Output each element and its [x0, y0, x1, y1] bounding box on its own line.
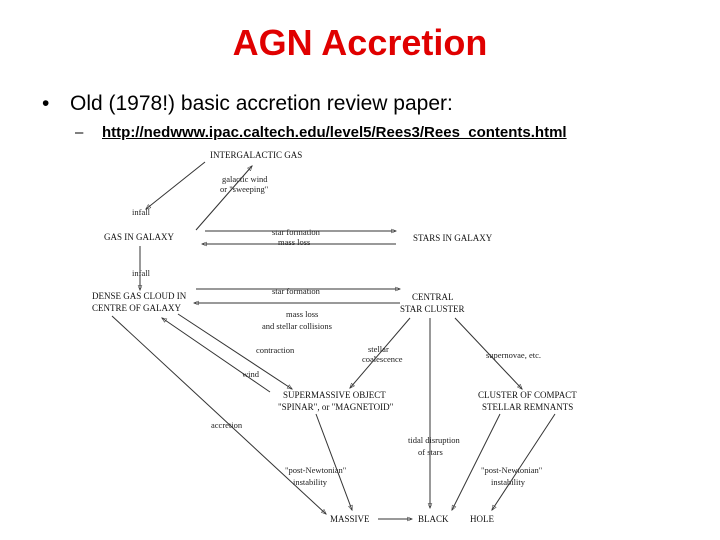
paper-link[interactable]: http://nedwww.ipac.caltech.edu/level5/Re… [102, 124, 567, 141]
edge-accretion [111, 315, 327, 515]
label-galactic-wind-line2: or "sweeping" [220, 184, 268, 194]
node-black: BLACK [418, 514, 449, 524]
node-massive: MASSIVE [330, 514, 370, 524]
node-central-star-cluster-line2: STAR CLUSTER [400, 304, 465, 314]
edge-supernovae [454, 317, 523, 390]
label-post-newtonian-left-line2: instability [293, 477, 328, 487]
label-star-formation-mid: star formation [272, 286, 321, 296]
node-dense-gas-cloud-line2: CENTRE OF GALAXY [92, 303, 181, 313]
label-stellar: stellar [368, 344, 389, 354]
edge-contraction [177, 313, 293, 390]
label-mass-loss-mid: mass loss [286, 309, 318, 319]
label-wind: wind [242, 369, 260, 379]
label-contraction: contraction [256, 345, 295, 355]
label-stellar-coalescence: coalescence [362, 354, 403, 364]
node-hole: HOLE [470, 514, 494, 524]
label-post-newtonian-right: "post-Newtonian" [481, 465, 542, 475]
label-infall-mid: infall [132, 268, 151, 278]
sub-bullet-marker: – [75, 124, 84, 141]
label-star-formation-top: star formation [272, 227, 321, 237]
bullet-item: • Old (1978!) basic accretion review pape… [42, 92, 453, 116]
label-accretion: accretion [211, 420, 243, 430]
edge-remnants-to-black [451, 413, 501, 512]
edge-post-newtonian-right [491, 413, 556, 511]
slide-title: AGN Accretion [232, 22, 488, 63]
node-intergalactic-gas: INTERGALACTIC GAS [210, 150, 302, 160]
node-compact-remnants-line2: STELLAR REMNANTS [482, 402, 573, 412]
sub-bullet-item: – http://nedwww.ipac.caltech.edu/level5/R… [75, 124, 567, 141]
edge-wind [161, 317, 271, 393]
label-stellar-collisions: and stellar collisions [262, 321, 332, 331]
edge-infall-top [145, 161, 206, 210]
edge-stellar-coalescence [349, 317, 411, 389]
label-supernovae: supernovae, etc. [486, 350, 541, 360]
bullet-marker: • [42, 92, 50, 115]
label-tidal-disruption: tidal disruption [408, 435, 460, 445]
node-stars-in-galaxy: STARS IN GALAXY [413, 233, 493, 243]
label-post-newtonian-left: "post-Newtonian" [285, 465, 346, 475]
label-mass-loss-top: mass loss [278, 237, 310, 247]
node-compact-remnants: CLUSTER OF COMPACT [478, 390, 577, 400]
node-gas-in-galaxy: GAS IN GALAXY [104, 232, 174, 242]
diagram-edges [111, 161, 556, 522]
label-infall-top: infall [132, 207, 151, 217]
edge-galactic-wind [195, 165, 253, 231]
edge-post-newtonian-left [315, 413, 353, 512]
node-supermassive-object: SUPERMASSIVE OBJECT [283, 390, 386, 400]
label-post-newtonian-right-line2: instability [491, 477, 526, 487]
label-galactic-wind: galactic wind [222, 174, 268, 184]
node-dense-gas-cloud: DENSE GAS CLOUD IN [92, 291, 187, 301]
bullet-text: Old (1978!) basic accretion review paper… [70, 92, 453, 115]
node-central-star-cluster: CENTRAL [412, 292, 454, 302]
node-supermassive-object-line2: "SPINAR", or "MAGNETOID" [278, 402, 394, 412]
